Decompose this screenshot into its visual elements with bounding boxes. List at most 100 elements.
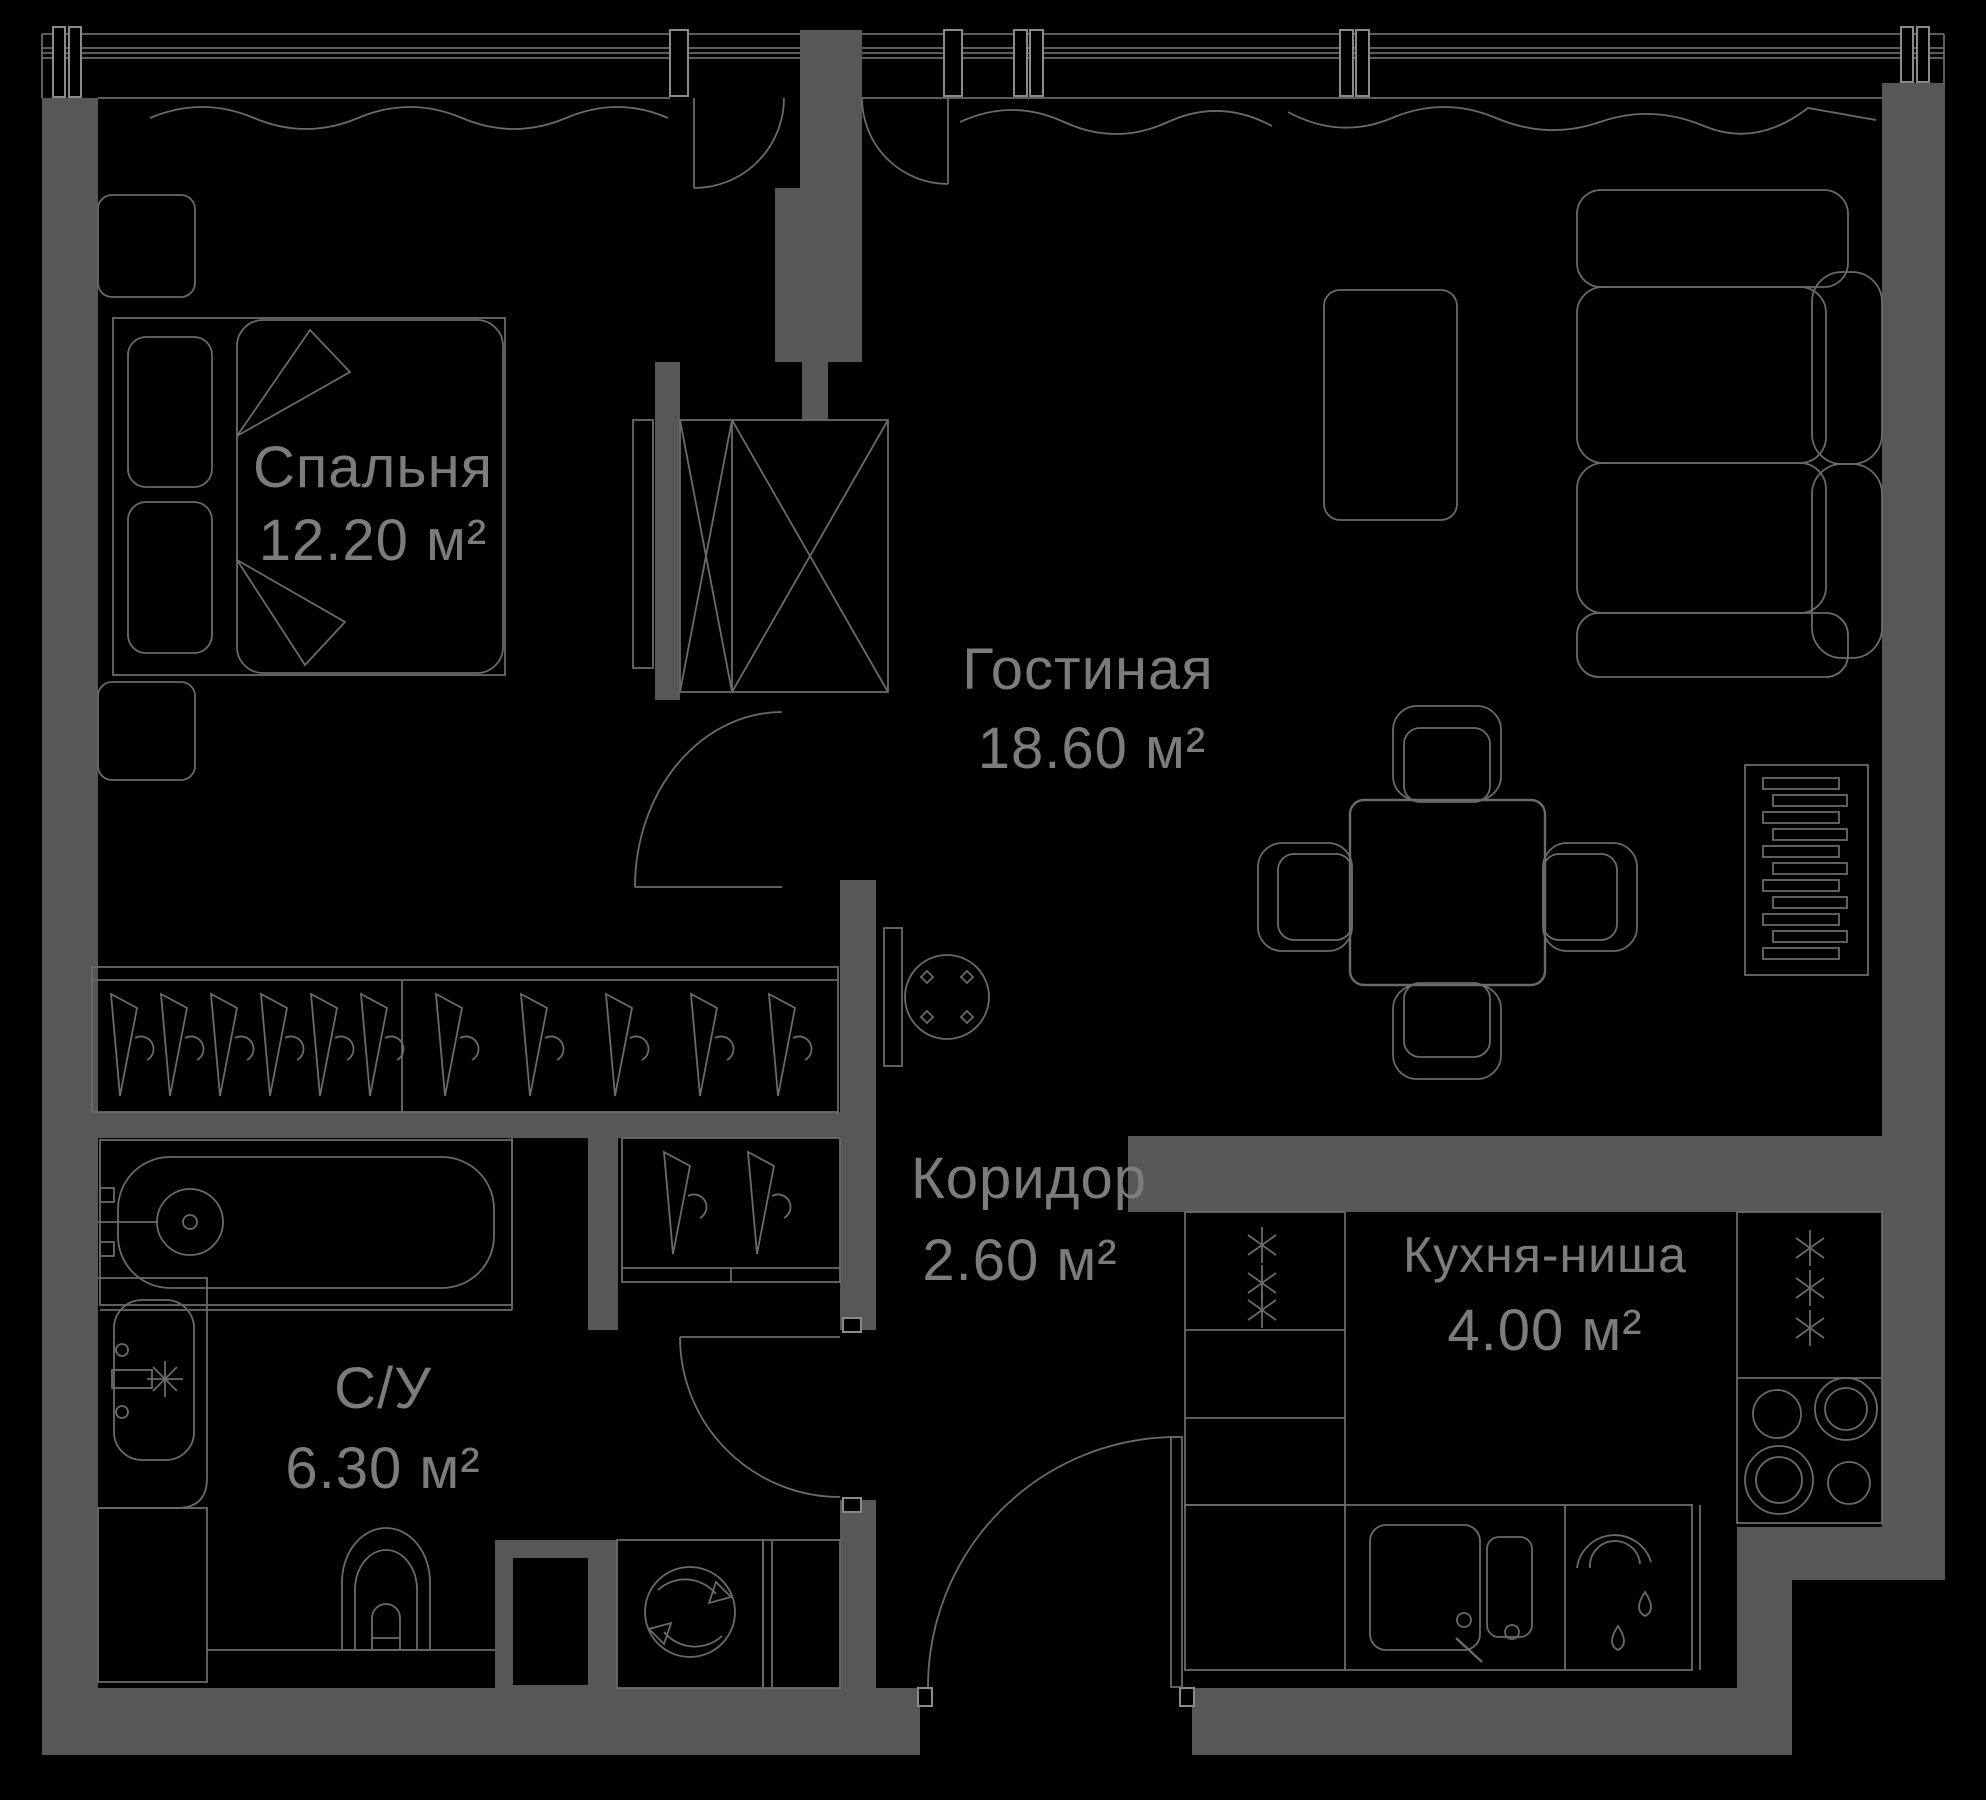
door-swing-icon — [634, 711, 783, 888]
window-wave-icon — [149, 106, 1877, 135]
tv-unit — [1323, 289, 1458, 521]
pillow — [127, 336, 213, 488]
window-mullion-icon — [1916, 26, 1930, 83]
balcony-doors — [693, 97, 949, 189]
hanger-icon — [260, 993, 305, 1097]
pillow — [127, 501, 213, 654]
hanger-icon — [663, 1151, 708, 1255]
room-bedroom: Спальня 12.20 м² — [97, 194, 783, 888]
door-frame-icon — [842, 1497, 862, 1513]
duct-niche — [495, 1540, 617, 1688]
hanger-icon — [435, 993, 480, 1097]
hanger-icon — [360, 993, 405, 1097]
freezer-star-icon — [1247, 1226, 1277, 1264]
sofa-seat — [1576, 462, 1827, 614]
room-living: Гостиная 18.60 м² — [962, 189, 1883, 1080]
blanket-fold — [236, 559, 347, 667]
toilet-icon — [341, 1527, 431, 1651]
blanket — [236, 319, 504, 674]
wall-bedroom-east — [655, 362, 680, 700]
wall-bottom-left — [42, 1688, 920, 1755]
room-bathroom: С/У 6.30 м² — [97, 1138, 841, 1689]
freezer-star-icon — [1795, 1309, 1825, 1347]
window-mullion-icon — [68, 26, 82, 98]
door-frame-icon — [1179, 1687, 1195, 1707]
door-frame-icon — [943, 29, 963, 97]
room-label-living: Гостиная — [962, 637, 1213, 702]
wall-corridor-west-lower — [840, 1500, 876, 1688]
freezer-star-icon — [1795, 1229, 1825, 1267]
room-label-bedroom: Спальня — [253, 435, 493, 500]
room-area-corridor: 2.60 м² — [922, 1228, 1117, 1293]
nightstand — [97, 194, 196, 298]
wall-under-wardrobe — [42, 1112, 876, 1138]
wall-bottom-right — [1192, 1688, 1792, 1755]
door-frame-icon — [669, 29, 689, 97]
window-mullion-icon — [1355, 29, 1370, 97]
wall-step-vertical — [1737, 1580, 1792, 1755]
bath-tall-cabinet — [762, 1539, 841, 1689]
window-mullion-icon — [1900, 26, 1914, 83]
kitchen-sink-icon — [1369, 1524, 1533, 1663]
wall-partition-block — [775, 188, 862, 362]
chair — [1542, 842, 1638, 952]
closet-x — [632, 419, 889, 693]
kitchen-column-right — [1736, 1211, 1883, 1524]
hanger-icon — [520, 993, 565, 1097]
bed — [112, 317, 506, 676]
hanger-icon — [160, 993, 205, 1097]
door-leaf — [1170, 1436, 1183, 1688]
round-side-table — [883, 927, 990, 1067]
door-frame-icon — [842, 1317, 862, 1333]
hanger-icon — [768, 993, 813, 1097]
freezer-star-icon — [1795, 1269, 1825, 1307]
kitchen-column-left — [1184, 1211, 1346, 1506]
sofa — [1576, 189, 1883, 678]
radiator-icon — [1744, 764, 1869, 976]
walls — [42, 29, 1945, 1755]
room-label-kitchen: Кухня-ниша — [1403, 1227, 1687, 1283]
room-area-living: 18.60 м² — [978, 716, 1206, 781]
chair — [1392, 705, 1502, 803]
room-kitchen: Кухня-ниша 4.00 м² — [1184, 1211, 1883, 1671]
wardrobe-hangers — [91, 966, 839, 1113]
room-area-bathroom: 6.30 м² — [285, 1436, 480, 1501]
room-corridor: Коридор 2.60 м² — [911, 1146, 1183, 1688]
sofa-armrest — [1576, 189, 1849, 288]
wall-living-kitchen — [1128, 1136, 1882, 1212]
bathroom-door — [679, 1336, 841, 1498]
bath-cabinet — [97, 1507, 208, 1683]
dish-rack-icon — [1576, 1534, 1652, 1652]
hanger-icon — [747, 1151, 792, 1255]
chair — [1392, 982, 1502, 1080]
hanger-icon — [690, 993, 735, 1097]
wall-corridor-west-upper — [840, 880, 876, 1330]
freezer-star-icon — [1247, 1291, 1277, 1329]
bathtub-icon — [98, 1138, 513, 1311]
wall-balcony-pier — [800, 30, 862, 188]
wall-partition-stub — [802, 362, 828, 420]
nightstand — [97, 681, 196, 781]
sofa-seat — [1576, 286, 1827, 464]
door-frame-icon — [917, 1687, 933, 1707]
window-mullion-icon — [52, 26, 66, 98]
dining-table — [1348, 798, 1547, 987]
entrance-door — [927, 1436, 1183, 1688]
room-label-bathroom: С/У — [334, 1356, 432, 1421]
closet-corridor — [621, 1137, 841, 1283]
wall-left — [42, 98, 98, 1755]
door-swing-icon — [693, 97, 785, 189]
window-mullion-icon — [1029, 29, 1044, 97]
room-area-kitchen: 4.00 м² — [1447, 1298, 1642, 1363]
washing-machine-icon — [616, 1539, 764, 1689]
wall-closet-divider — [588, 1112, 618, 1330]
door-swing-icon — [927, 1436, 1178, 1688]
window-mullion-icon — [1013, 29, 1028, 97]
window-band — [41, 26, 1945, 98]
wall-right — [1882, 83, 1945, 1580]
kitchen-counter — [1184, 1504, 1701, 1671]
door-swing-icon — [861, 97, 949, 185]
window-mullion-icon — [1339, 29, 1354, 97]
sofa-back-cushion — [1811, 463, 1883, 659]
